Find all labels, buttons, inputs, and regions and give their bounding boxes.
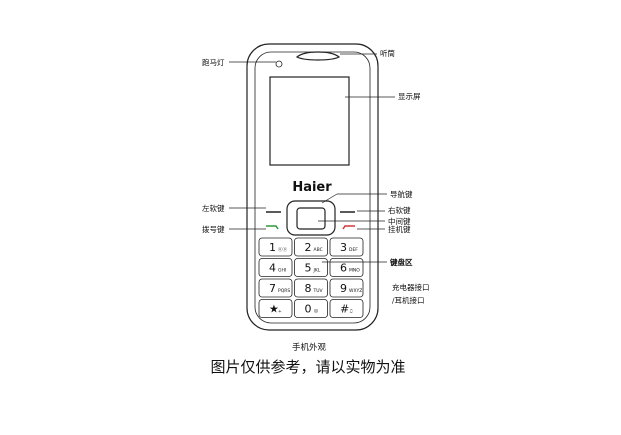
- key-sub-label: WXYZ: [349, 288, 362, 294]
- display-screen: [269, 76, 350, 166]
- key-10[interactable]: [258, 299, 293, 318]
- key-main-label: 7: [269, 282, 276, 295]
- nav-key-outer[interactable]: [286, 200, 336, 236]
- key-main-label: ★: [269, 303, 279, 316]
- key-main-label: 3: [340, 241, 347, 254]
- key-sub-label: MNO: [349, 268, 360, 274]
- key-4[interactable]: [258, 258, 293, 277]
- label-charger-port-1: 充电器接口: [392, 282, 430, 292]
- key-sub-label: JKL: [313, 268, 321, 274]
- dial-key[interactable]: [266, 225, 279, 230]
- key-sub-label: PQRS: [278, 288, 290, 294]
- key-11[interactable]: [294, 299, 328, 318]
- key-sub-label: ♫: [349, 309, 353, 315]
- key-9[interactable]: [329, 278, 364, 298]
- key-12[interactable]: [329, 299, 364, 318]
- end-key[interactable]: [342, 225, 355, 230]
- key-main-label: 0: [305, 303, 312, 316]
- label-right-soft-key: 右软键: [388, 205, 411, 215]
- label-end-key: 挂机键: [388, 224, 411, 234]
- key-sub-label: ⓞⓞ: [278, 246, 287, 253]
- key-5[interactable]: [294, 258, 328, 277]
- key-sub-label: DEF: [349, 247, 358, 253]
- key-sub-label: ☺: [314, 309, 319, 315]
- brand-logo: Haier: [292, 180, 332, 195]
- label-display: 显示屏: [398, 92, 421, 101]
- center-key[interactable]: [296, 207, 326, 230]
- key-7[interactable]: [258, 278, 293, 298]
- key-main-label: #: [340, 303, 349, 316]
- label-nav-key: 导航键: [390, 189, 413, 199]
- leader-nav: [321, 193, 338, 204]
- key-main-label: 8: [305, 282, 312, 295]
- key-main-label: 9: [340, 282, 347, 295]
- phone-body-outer: [246, 43, 379, 331]
- earpiece-slot: [295, 51, 341, 61]
- key-main-label: 1: [269, 241, 276, 254]
- key-1[interactable]: [258, 237, 293, 257]
- key-sub-label: +: [278, 309, 282, 315]
- key-sub-label: TUV: [313, 288, 324, 294]
- key-8[interactable]: [294, 278, 328, 298]
- key-6[interactable]: [329, 258, 364, 277]
- key-main-label: 5: [305, 262, 312, 275]
- key-2[interactable]: [294, 237, 328, 257]
- key-sub-label: GHI: [278, 268, 286, 274]
- label-marquee-light: 跑马灯: [202, 57, 225, 67]
- key-main-label: 2: [305, 241, 312, 254]
- label-keypad-area: 键盘区: [389, 257, 413, 267]
- label-center-key: 中间键: [388, 216, 411, 226]
- caption-reference-note: 图片仅供参考，请以实物为准: [210, 358, 405, 376]
- key-main-label: 4: [269, 262, 276, 275]
- label-charger-port-2: /耳机接口: [392, 295, 425, 305]
- label-dial-key: 拨号键: [202, 224, 225, 234]
- key-sub-label: ABC: [314, 247, 323, 253]
- label-left-soft-key: 左软键: [202, 203, 225, 213]
- key-main-label: 6: [340, 262, 347, 275]
- caption-phone-appearance: 手机外观: [292, 342, 327, 353]
- marquee-light-icon: [275, 60, 283, 68]
- key-3[interactable]: [329, 237, 364, 257]
- label-earpiece: 听筒: [380, 48, 395, 58]
